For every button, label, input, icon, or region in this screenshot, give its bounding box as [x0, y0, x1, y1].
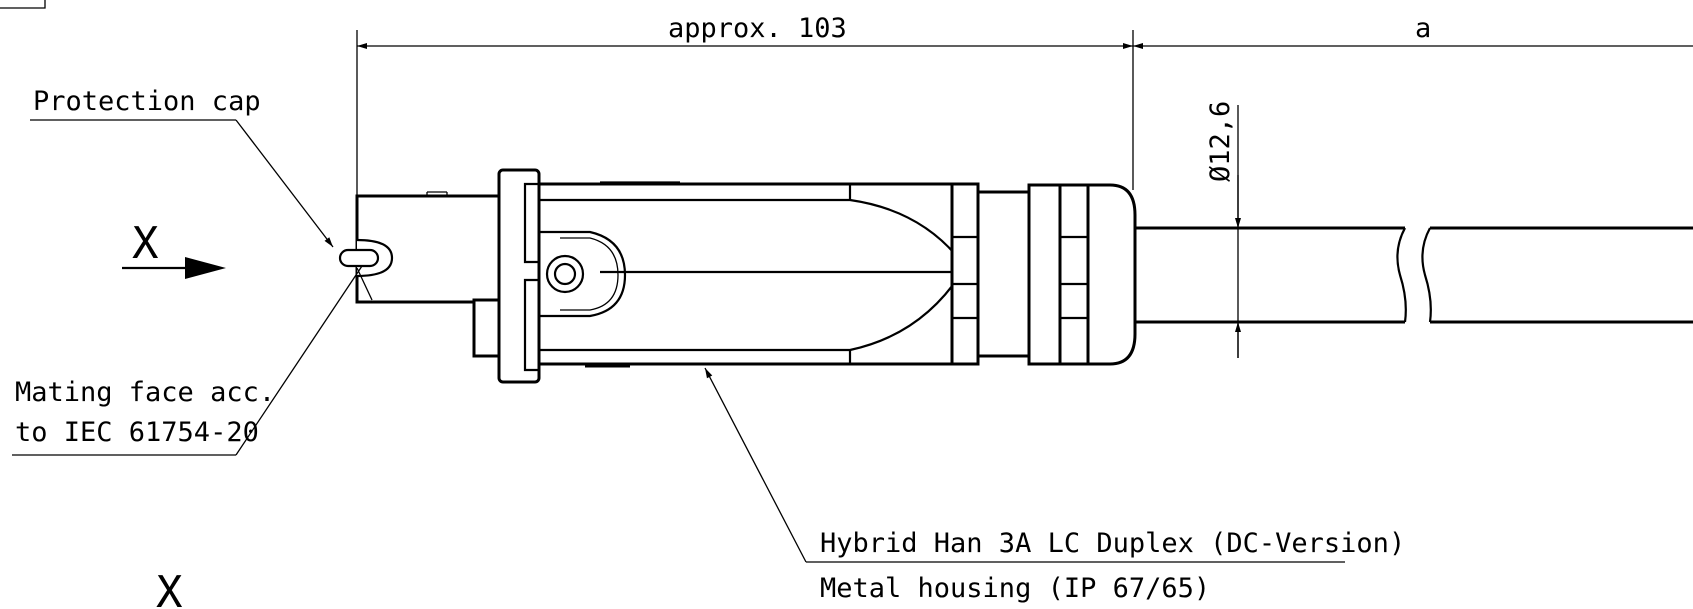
cable-length-dimension: a	[1133, 13, 1693, 49]
housing-label-line2: Metal housing (IP 67/65)	[820, 573, 1210, 604]
mating-face-label-line1: Mating face acc.	[15, 377, 275, 408]
cable	[1135, 226, 1693, 324]
housing-callout: Hybrid Han 3A LC Duplex (DC-Version) Met…	[704, 367, 1405, 604]
housing-label-line1: Hybrid Han 3A LC Duplex (DC-Version)	[820, 528, 1405, 559]
diameter-dimension: Ø12,6	[1205, 101, 1241, 358]
mating-face-callout: Mating face acc. to IEC 61754-20	[12, 265, 363, 456]
protection-cap-callout: Protection cap	[30, 86, 334, 248]
protection-cap-label: Protection cap	[33, 86, 261, 117]
connector-body	[338, 168, 1137, 384]
frame-corner	[0, 0, 46, 9]
length-dimension-label: approx. 103	[668, 13, 847, 44]
cable-length-label: a	[1415, 13, 1431, 44]
diameter-label: Ø12,6	[1205, 101, 1236, 182]
view-arrow: X	[122, 218, 226, 279]
mating-face-label-line2: to IEC 61754-20	[15, 417, 259, 448]
view-arrow-label: X	[132, 218, 159, 269]
view-x-label: X	[156, 567, 183, 609]
length-dimension: approx. 103	[356, 13, 1134, 200]
